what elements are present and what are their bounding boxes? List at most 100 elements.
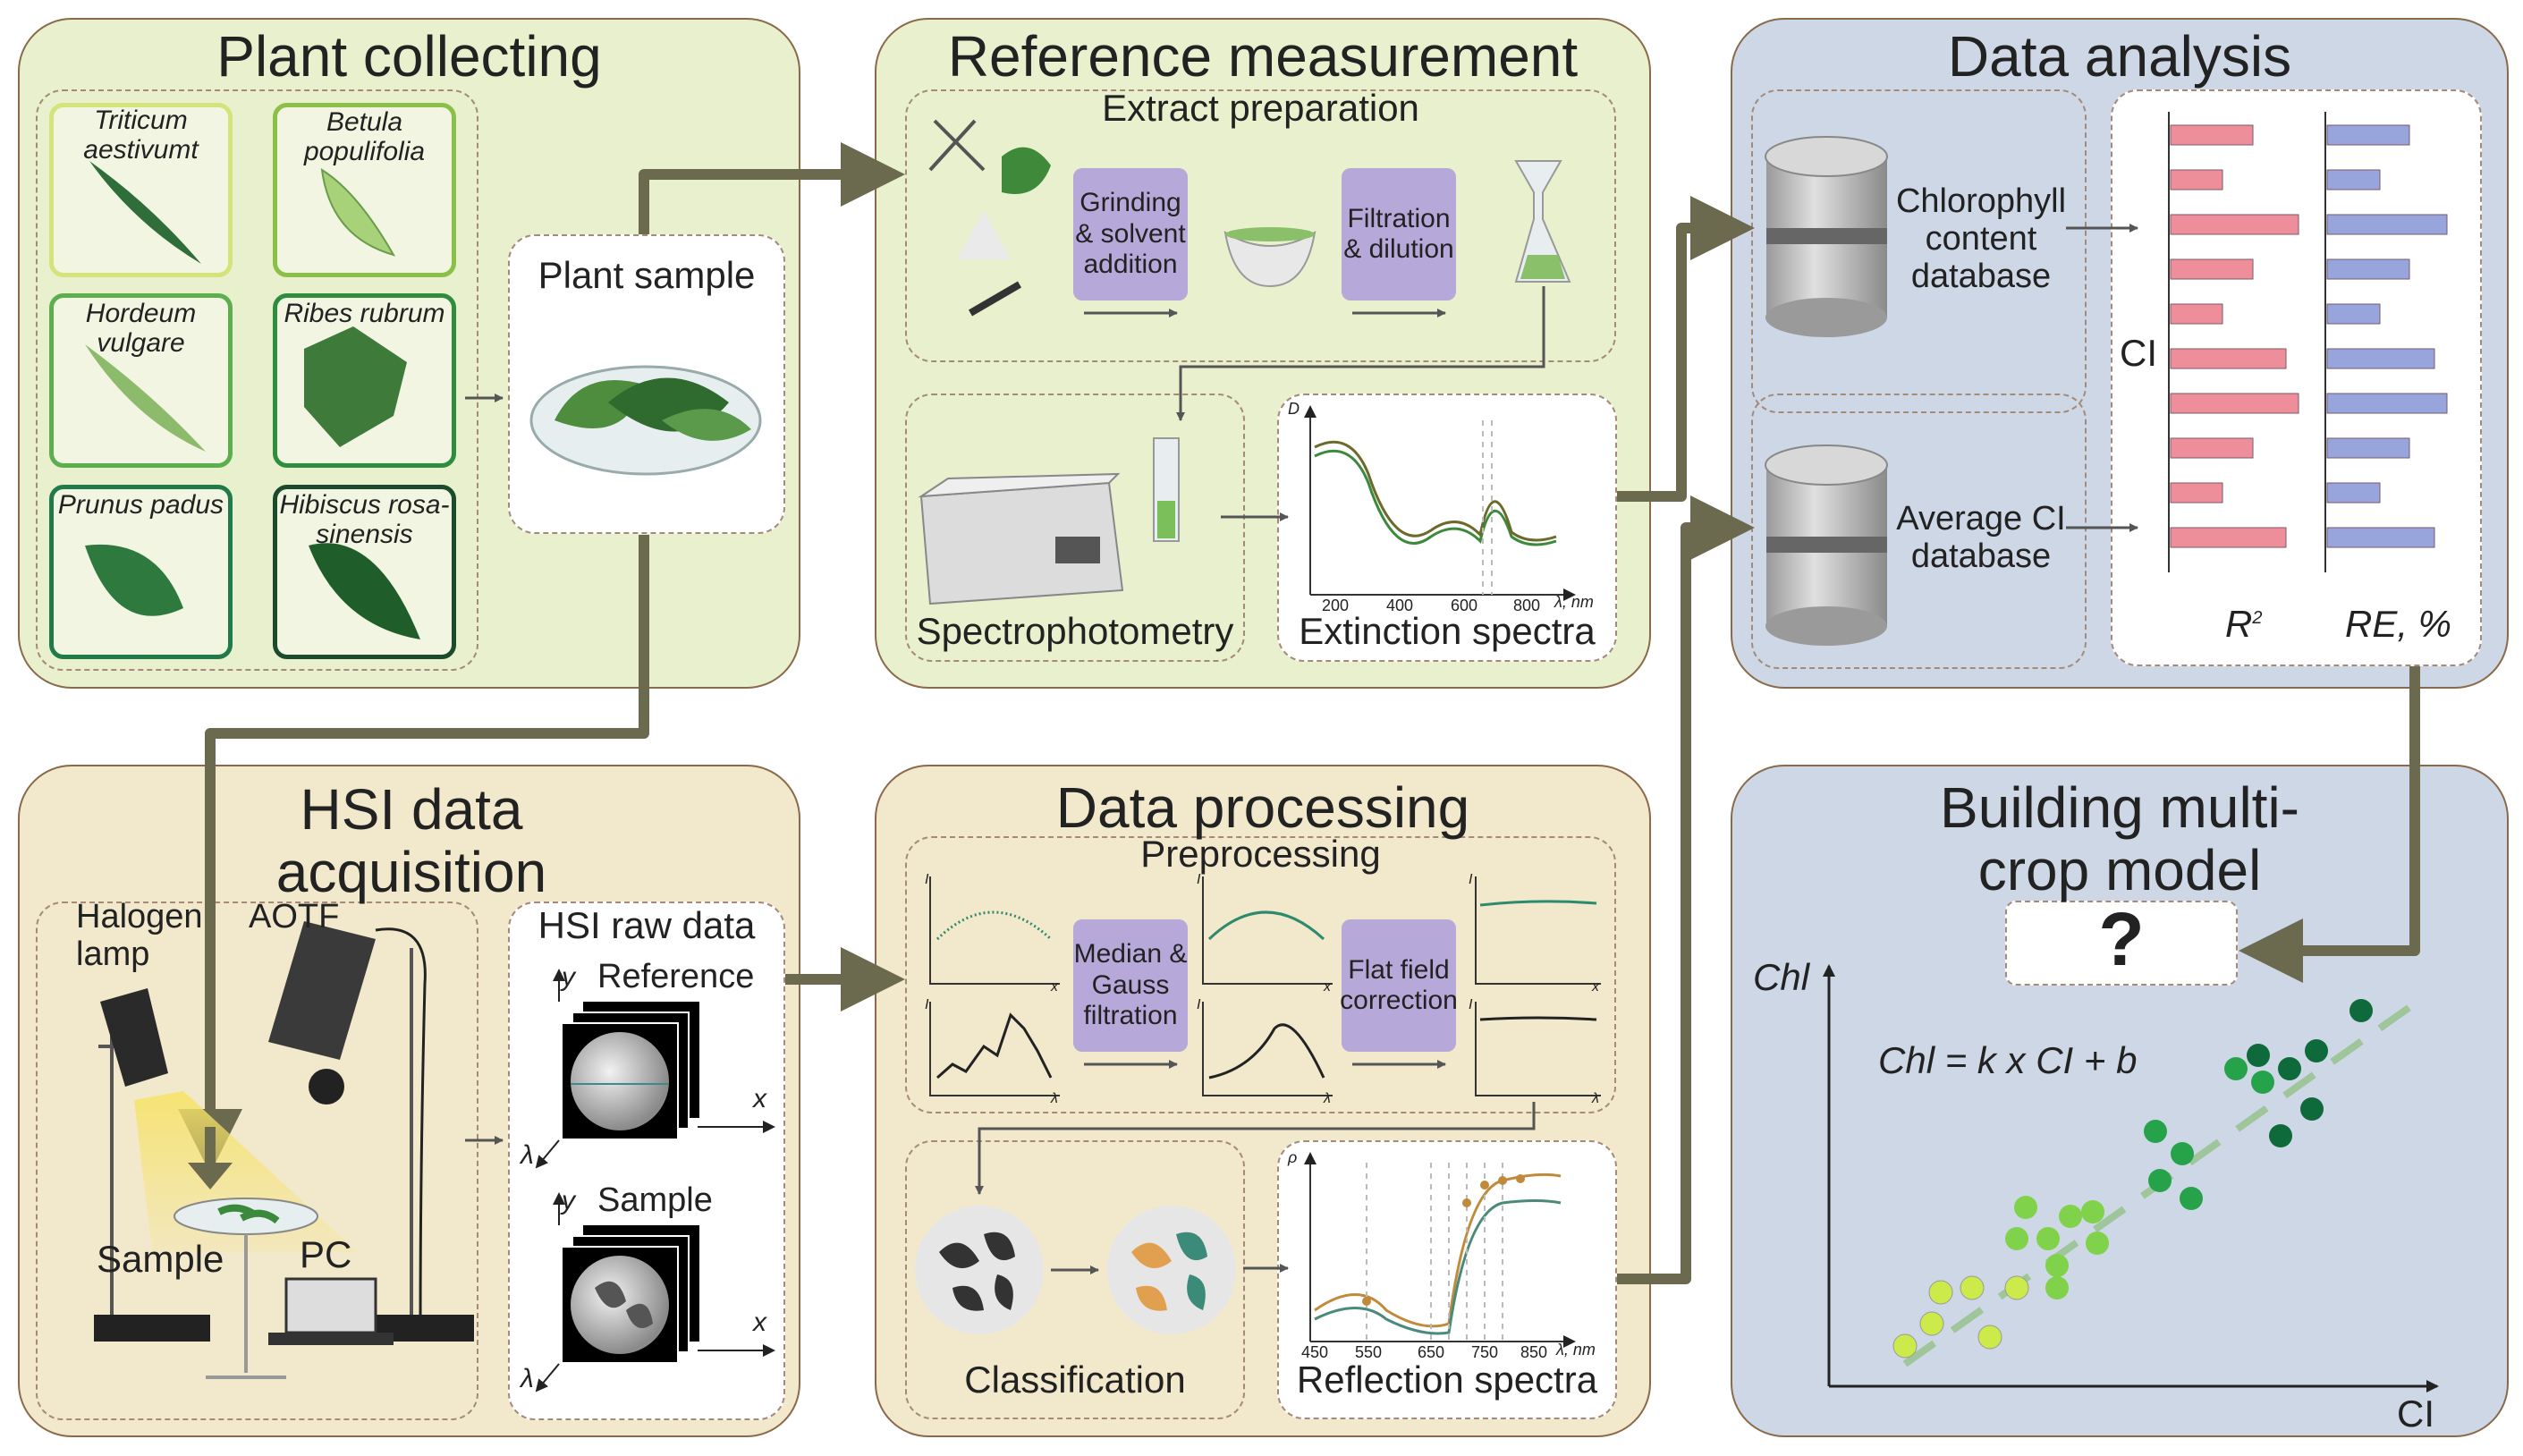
species-box-betula xyxy=(273,103,456,277)
classification-box xyxy=(905,1140,1245,1419)
re-bar-2 xyxy=(2326,169,2381,190)
extinction-spectra-label: Extinction spectra xyxy=(1299,610,1596,652)
mini-plot-i-4: I xyxy=(1197,997,1201,1012)
mini-plot-i-2: I xyxy=(925,997,929,1012)
species-label-hibiscus: Hibiscus rosa-sinensis xyxy=(279,490,450,549)
re-bar-4 xyxy=(2326,258,2410,280)
species-box-hordeum xyxy=(49,293,233,468)
title-data-processing: Data processing xyxy=(1055,775,1470,840)
smp-lambda-label: λ xyxy=(521,1364,534,1393)
spectrophotometry-box xyxy=(905,394,1245,662)
reflection-axis-y: ρ xyxy=(1288,1148,1298,1166)
r2-bar-3 xyxy=(2170,214,2299,235)
arrow-sample-to-hsi xyxy=(178,535,649,1173)
pc-label: PC xyxy=(300,1233,352,1275)
r2-bar-4 xyxy=(2170,258,2254,280)
spectrophotometer xyxy=(918,437,1180,605)
reflection-tick-850: 850 xyxy=(1520,1343,1548,1361)
species-leaves xyxy=(85,161,420,639)
extinction-tick-400: 400 xyxy=(1386,597,1414,614)
reference-label: Reference xyxy=(597,958,755,995)
arrow-analysis-to-model xyxy=(2239,666,2420,983)
mini-plot-i-3: I xyxy=(1197,872,1201,887)
bar-chart-axes xyxy=(2168,112,2326,572)
model-y-axis-label: Chl xyxy=(1753,956,1810,998)
species-label-ribes: Ribes rubrum xyxy=(284,299,445,328)
preprocessing-plots xyxy=(929,876,1601,1096)
species-label-hordeum: Hordeum vulgare xyxy=(85,299,197,358)
smp-x-label: x xyxy=(753,1308,766,1337)
r2-bar-5 xyxy=(2170,303,2223,325)
flow-arrows xyxy=(178,142,2420,1284)
extract-preparation-label: Extract preparation xyxy=(1102,87,1419,129)
ci-axis-label: CI xyxy=(2120,332,2157,374)
hsi-raw-data-box xyxy=(508,902,785,1420)
bars-r2 xyxy=(2170,124,2299,548)
extinction-axis-y: D xyxy=(1288,400,1300,418)
extract-preparation-box xyxy=(905,89,1616,362)
preprocessing-label: Preprocessing xyxy=(1140,833,1381,875)
mini-plot-i-6: I xyxy=(1469,997,1473,1012)
question-mark: ? xyxy=(2098,897,2145,981)
re-bar-8 xyxy=(2326,437,2410,459)
mini-plot-l-2: λ xyxy=(1051,1091,1058,1106)
sample-label: Sample xyxy=(97,1238,224,1280)
halogen-lamp-label: Halogen lamp xyxy=(76,898,203,973)
arrow-reference-to-analysis xyxy=(1617,196,1755,502)
extinction-tick-600: 600 xyxy=(1451,597,1478,614)
re-bar-10 xyxy=(2326,527,2435,548)
species-label-betula: Betula populifolia xyxy=(303,107,426,166)
extinction-axis-x: λ, nm xyxy=(1554,593,1594,611)
species-label-prunus: Prunus padus xyxy=(57,490,224,520)
species-box-triticum xyxy=(49,103,233,277)
reflection-spectra-box xyxy=(1277,1140,1617,1419)
aotf-label: AOTF xyxy=(249,898,340,935)
mini-plot-l-6: λ xyxy=(1592,1091,1599,1106)
extinction-tick-200: 200 xyxy=(1322,597,1350,614)
extract-prep-icons xyxy=(928,119,1571,317)
title-data-analysis: Data analysis xyxy=(1947,24,2292,89)
mini-plot-x-3: x xyxy=(1324,979,1331,995)
question-box xyxy=(2005,901,2238,986)
mini-plot-x-5: x xyxy=(1592,979,1599,995)
r2-bar-9 xyxy=(2170,482,2223,504)
filtration-step: Filtration & dilution xyxy=(1342,168,1456,301)
reflection-axis-x: λ, nm xyxy=(1556,1341,1596,1359)
bars-re xyxy=(2326,124,2448,548)
extinction-tick-800: 800 xyxy=(1513,597,1541,614)
bar-chart-box xyxy=(2111,89,2482,666)
r2-bar-8 xyxy=(2170,437,2254,459)
median-gauss-step: Median & Gauss filtration xyxy=(1073,919,1188,1052)
r2-bar-6 xyxy=(2170,348,2287,369)
thin-arrows xyxy=(465,224,2138,1274)
mini-plot-l-4: λ xyxy=(1324,1091,1331,1106)
database-icons xyxy=(1765,136,1888,646)
ref-x-label: x xyxy=(753,1084,766,1113)
reflection-tick-450: 450 xyxy=(1301,1343,1329,1361)
plant-sample-label: Plant sample xyxy=(538,254,756,296)
title-reference-measurement: Reference measurement xyxy=(947,24,1579,89)
arrow-processing-to-analysis xyxy=(1617,495,1755,1284)
species-box-prunus xyxy=(49,485,233,659)
petri-dish xyxy=(529,365,762,476)
arrow-sample-to-reference xyxy=(639,142,905,234)
extinction-spectra-box xyxy=(1277,394,1617,662)
r2-bar-7 xyxy=(2170,393,2299,414)
r2-bar-1 xyxy=(2170,124,2254,146)
reflection-spectra-label: Reflection spectra xyxy=(1296,1359,1598,1401)
flat-field-step: Flat field correction xyxy=(1340,919,1458,1052)
r2-label-superscript: 2 xyxy=(2252,608,2263,628)
re-bar-9 xyxy=(2326,482,2381,504)
re-label: RE, % xyxy=(2345,603,2452,645)
hsi-sample-label: Sample xyxy=(597,1181,713,1219)
reflection-tick-750: 750 xyxy=(1471,1343,1499,1361)
r2-label: R2 xyxy=(2225,603,2263,645)
re-bar-6 xyxy=(2326,348,2435,369)
grinding-step: Grinding & solvent addition xyxy=(1073,168,1188,301)
preprocessing-box xyxy=(905,836,1616,1113)
re-bar-5 xyxy=(2326,303,2381,325)
re-bar-3 xyxy=(2326,214,2448,235)
r2-bar-10 xyxy=(2170,527,2287,548)
